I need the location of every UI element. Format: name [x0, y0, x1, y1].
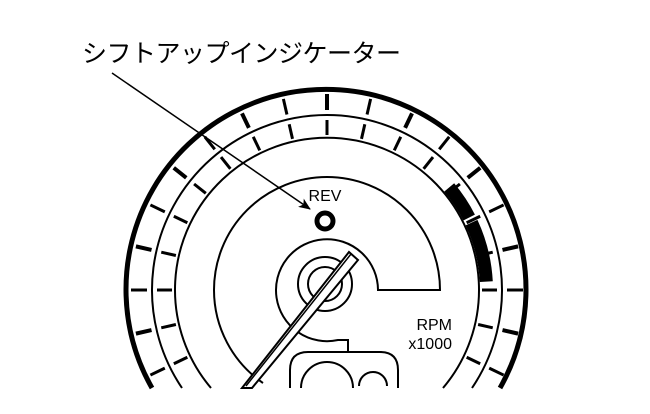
outer-tick: [135, 244, 152, 252]
redzone-bar: [444, 183, 475, 221]
redzone-bars: [444, 183, 493, 282]
rpm-unit-label: RPM: [416, 317, 452, 334]
inner-tick: [287, 123, 294, 140]
inner-tick: [392, 136, 403, 152]
inner-tick: [219, 156, 232, 170]
inner-tick: [173, 355, 189, 366]
inner-tick: [360, 123, 367, 140]
outer-tick: [172, 166, 188, 180]
outer-tick: [135, 328, 152, 336]
inner-dial-face: [213, 176, 442, 352]
outer-tick: [488, 366, 505, 377]
outer-tick: [365, 98, 373, 115]
outer-tick: [403, 112, 414, 129]
inner-tick: [465, 355, 481, 366]
rev-indicator-label: REV: [309, 188, 342, 205]
tick-marks: [131, 94, 523, 377]
outer-tick: [502, 328, 519, 336]
lower-display-circle-left: [300, 361, 354, 389]
inner-tick: [251, 136, 262, 152]
outer-tick: [438, 135, 451, 151]
outer-tick: [240, 112, 251, 129]
inner-tick: [193, 182, 207, 195]
outer-tick: [281, 98, 289, 115]
outer-tick: [502, 244, 519, 252]
outer-tick: [488, 203, 505, 214]
lower-display-circle-right: [358, 371, 388, 387]
inner-tick: [477, 323, 494, 330]
rev-indicator-lamp: [314, 210, 336, 232]
outer-tick: [466, 166, 482, 180]
inner-tick: [422, 156, 435, 170]
callout-arrow: [111, 72, 311, 210]
scale-ring-inner: [174, 136, 480, 389]
outer-tick: [203, 135, 216, 151]
rpm-multiplier-label: x1000: [408, 336, 452, 353]
inner-tick: [173, 214, 189, 225]
inner-tick: [465, 214, 481, 225]
shift-up-indicator-callout-label: シフトアップインジケーター: [82, 39, 401, 68]
needle: [239, 250, 360, 389]
scale-ring-outer: [151, 114, 503, 389]
redzone-bar: [465, 219, 493, 282]
lower-display-panel: [289, 351, 399, 388]
inner-tick: [160, 250, 177, 257]
inner-tick: [160, 323, 177, 330]
outer-tick: [149, 203, 166, 214]
needle-hub: [297, 256, 353, 312]
outer-tick: [149, 366, 166, 377]
outer-bezel-arc: [123, 86, 529, 390]
